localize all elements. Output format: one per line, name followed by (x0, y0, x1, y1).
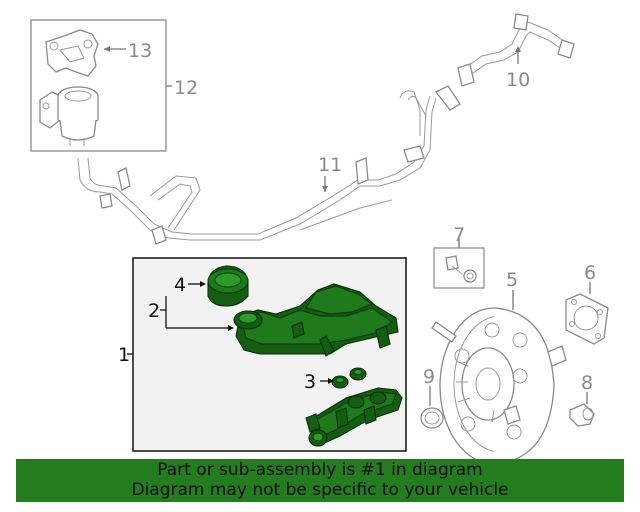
reservoir-grommets (331, 367, 367, 389)
callout-8: 8 (581, 372, 593, 394)
callout-6: 6 (584, 262, 596, 284)
pump-bracket (45, 29, 99, 77)
callout-12: 12 (174, 77, 198, 99)
vacuum-hose-10: 10 (457, 13, 575, 91)
check-valve: 8 (569, 372, 595, 427)
booster-gasket: 6 (565, 262, 609, 345)
callout-2: 2 (148, 300, 160, 322)
callout-5: 5 (506, 269, 518, 291)
callout-1: 1 (118, 344, 130, 366)
notice-banner: Part or sub-assembly is #1 in diagram Di… (16, 459, 624, 502)
banner-line-1: Part or sub-assembly is #1 in diagram (157, 460, 483, 480)
fastener-inset: 7 (433, 224, 485, 289)
callout-9: 9 (423, 366, 435, 388)
brake-booster: 5 (431, 269, 567, 465)
reservoir-cap (207, 265, 249, 307)
callout-13: 13 (128, 40, 152, 62)
callout-10: 10 (506, 69, 530, 91)
seal-ring: 9 (420, 366, 444, 429)
callout-11: 11 (318, 154, 342, 176)
master-cylinder-box: 1 4 2 (118, 257, 407, 452)
vacuum-hose-assembly: 11 (77, 85, 461, 245)
callout-7: 7 (453, 224, 465, 246)
brake-fluid-reservoir (233, 283, 399, 357)
master-cylinder (305, 387, 403, 447)
vacuum-pump-inset: 13 12 (30, 19, 198, 152)
callout-4: 4 (174, 274, 186, 296)
vacuum-pump (39, 86, 99, 146)
banner-line-2: Diagram may not be specific to your vehi… (131, 480, 509, 500)
callout-3: 3 (304, 371, 316, 393)
